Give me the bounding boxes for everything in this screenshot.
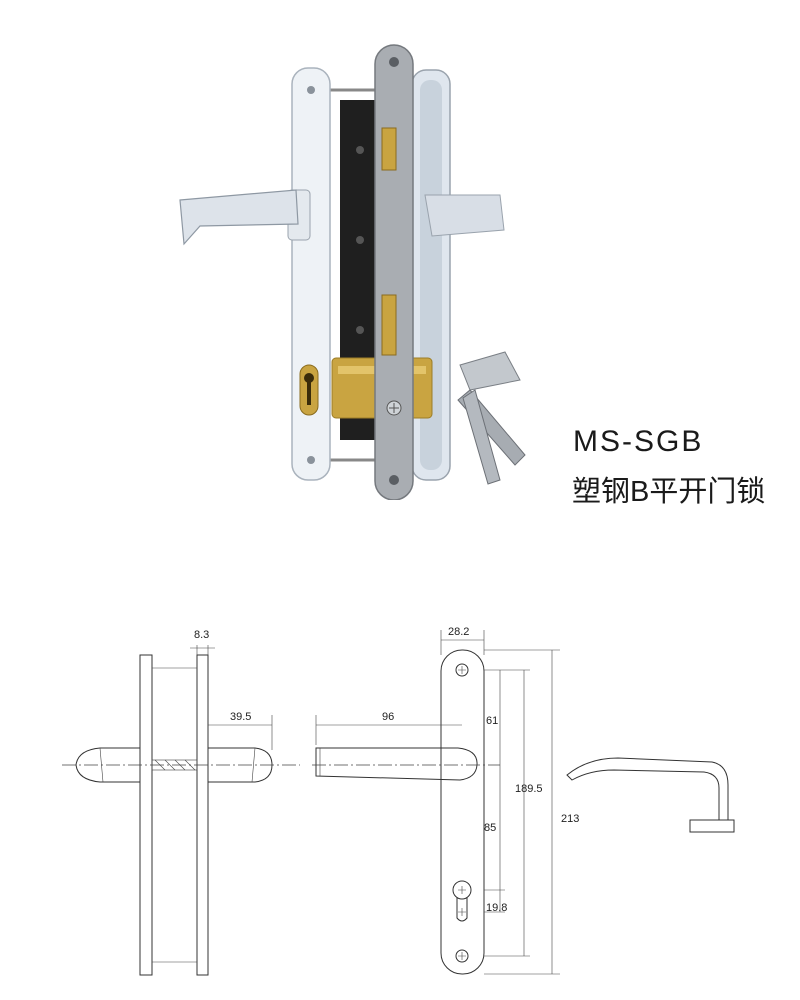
- dim-backset-spacing: 85: [484, 822, 496, 834]
- dim-handle-projection: 39.5: [230, 711, 251, 723]
- dim-hole-spacing: 189.5: [515, 783, 543, 795]
- side-view: 8.3 39.5: [62, 629, 300, 976]
- dim-plate-width: 28.2: [448, 626, 469, 638]
- model-number: MS-SGB: [573, 425, 704, 458]
- dim-cylinder-offset: 19.8: [486, 902, 507, 914]
- dim-plate-height: 213: [561, 813, 579, 825]
- dim-plate-thickness: 8.3: [194, 629, 209, 641]
- lock-product-image: [179, 44, 526, 500]
- dim-spindle-offset: 61: [486, 715, 498, 727]
- technical-drawing: 8.3 39.5 28.2 96: [62, 626, 735, 976]
- handle-profile-view: [566, 757, 735, 833]
- dim-handle-length: 96: [382, 711, 394, 723]
- front-view: 28.2 96 61 85 19.8 189.5 213: [312, 626, 579, 975]
- product-description: 塑钢B平开门锁: [572, 476, 766, 508]
